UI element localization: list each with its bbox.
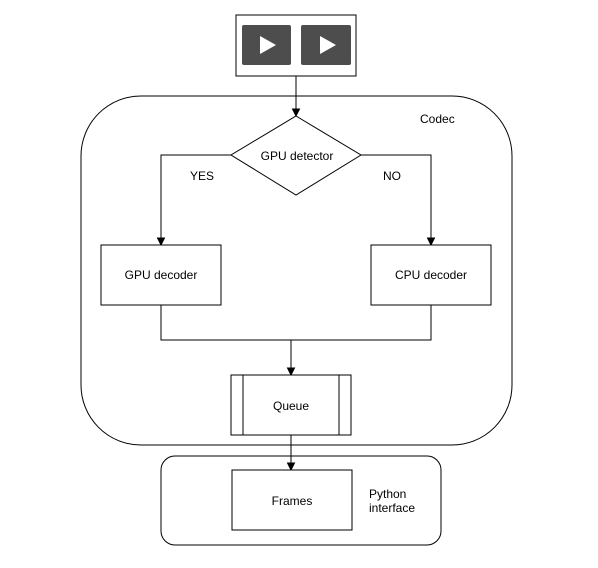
gpu-decoder-node bbox=[100, 244, 222, 306]
play-icon-triangle bbox=[320, 36, 336, 54]
edge-label-yes: YES bbox=[190, 169, 214, 183]
edge-gpu-decoder-to-merge bbox=[160, 305, 291, 341]
play-icon bbox=[242, 25, 291, 65]
cpu-decoder-label: CPU decoder bbox=[395, 268, 467, 282]
arrowhead bbox=[286, 462, 296, 472]
play-icon bbox=[301, 25, 351, 65]
gpu-decoder-label: GPU decoder bbox=[125, 268, 198, 282]
python-interface-label: Python interface bbox=[369, 487, 415, 515]
arrowhead bbox=[426, 237, 436, 247]
arrowhead bbox=[286, 367, 296, 377]
edge-detector-to-cpu-decoder bbox=[361, 154, 432, 239]
play-icon-triangle bbox=[260, 36, 276, 54]
gpu-detector-node bbox=[230, 115, 362, 196]
queue-node-box bbox=[230, 374, 352, 436]
frames-node bbox=[231, 469, 353, 531]
frames-label: Frames bbox=[272, 494, 313, 508]
arrowhead bbox=[291, 108, 301, 118]
codec-container-label: Codec bbox=[420, 112, 455, 126]
queue-node bbox=[230, 374, 352, 436]
edge-detector-to-gpu-decoder bbox=[160, 154, 231, 239]
edge-label-no: NO bbox=[383, 169, 401, 183]
edge-cpu-decoder-to-merge bbox=[291, 305, 432, 341]
video-source bbox=[235, 14, 357, 77]
cpu-decoder-node bbox=[370, 244, 492, 306]
python-interface-label-line1: Python bbox=[369, 487, 406, 501]
python-interface-label-line2: interface bbox=[369, 501, 415, 515]
queue-label: Queue bbox=[273, 399, 309, 413]
gpu-detector-label: GPU detector bbox=[261, 149, 334, 163]
arrowhead bbox=[156, 237, 166, 247]
